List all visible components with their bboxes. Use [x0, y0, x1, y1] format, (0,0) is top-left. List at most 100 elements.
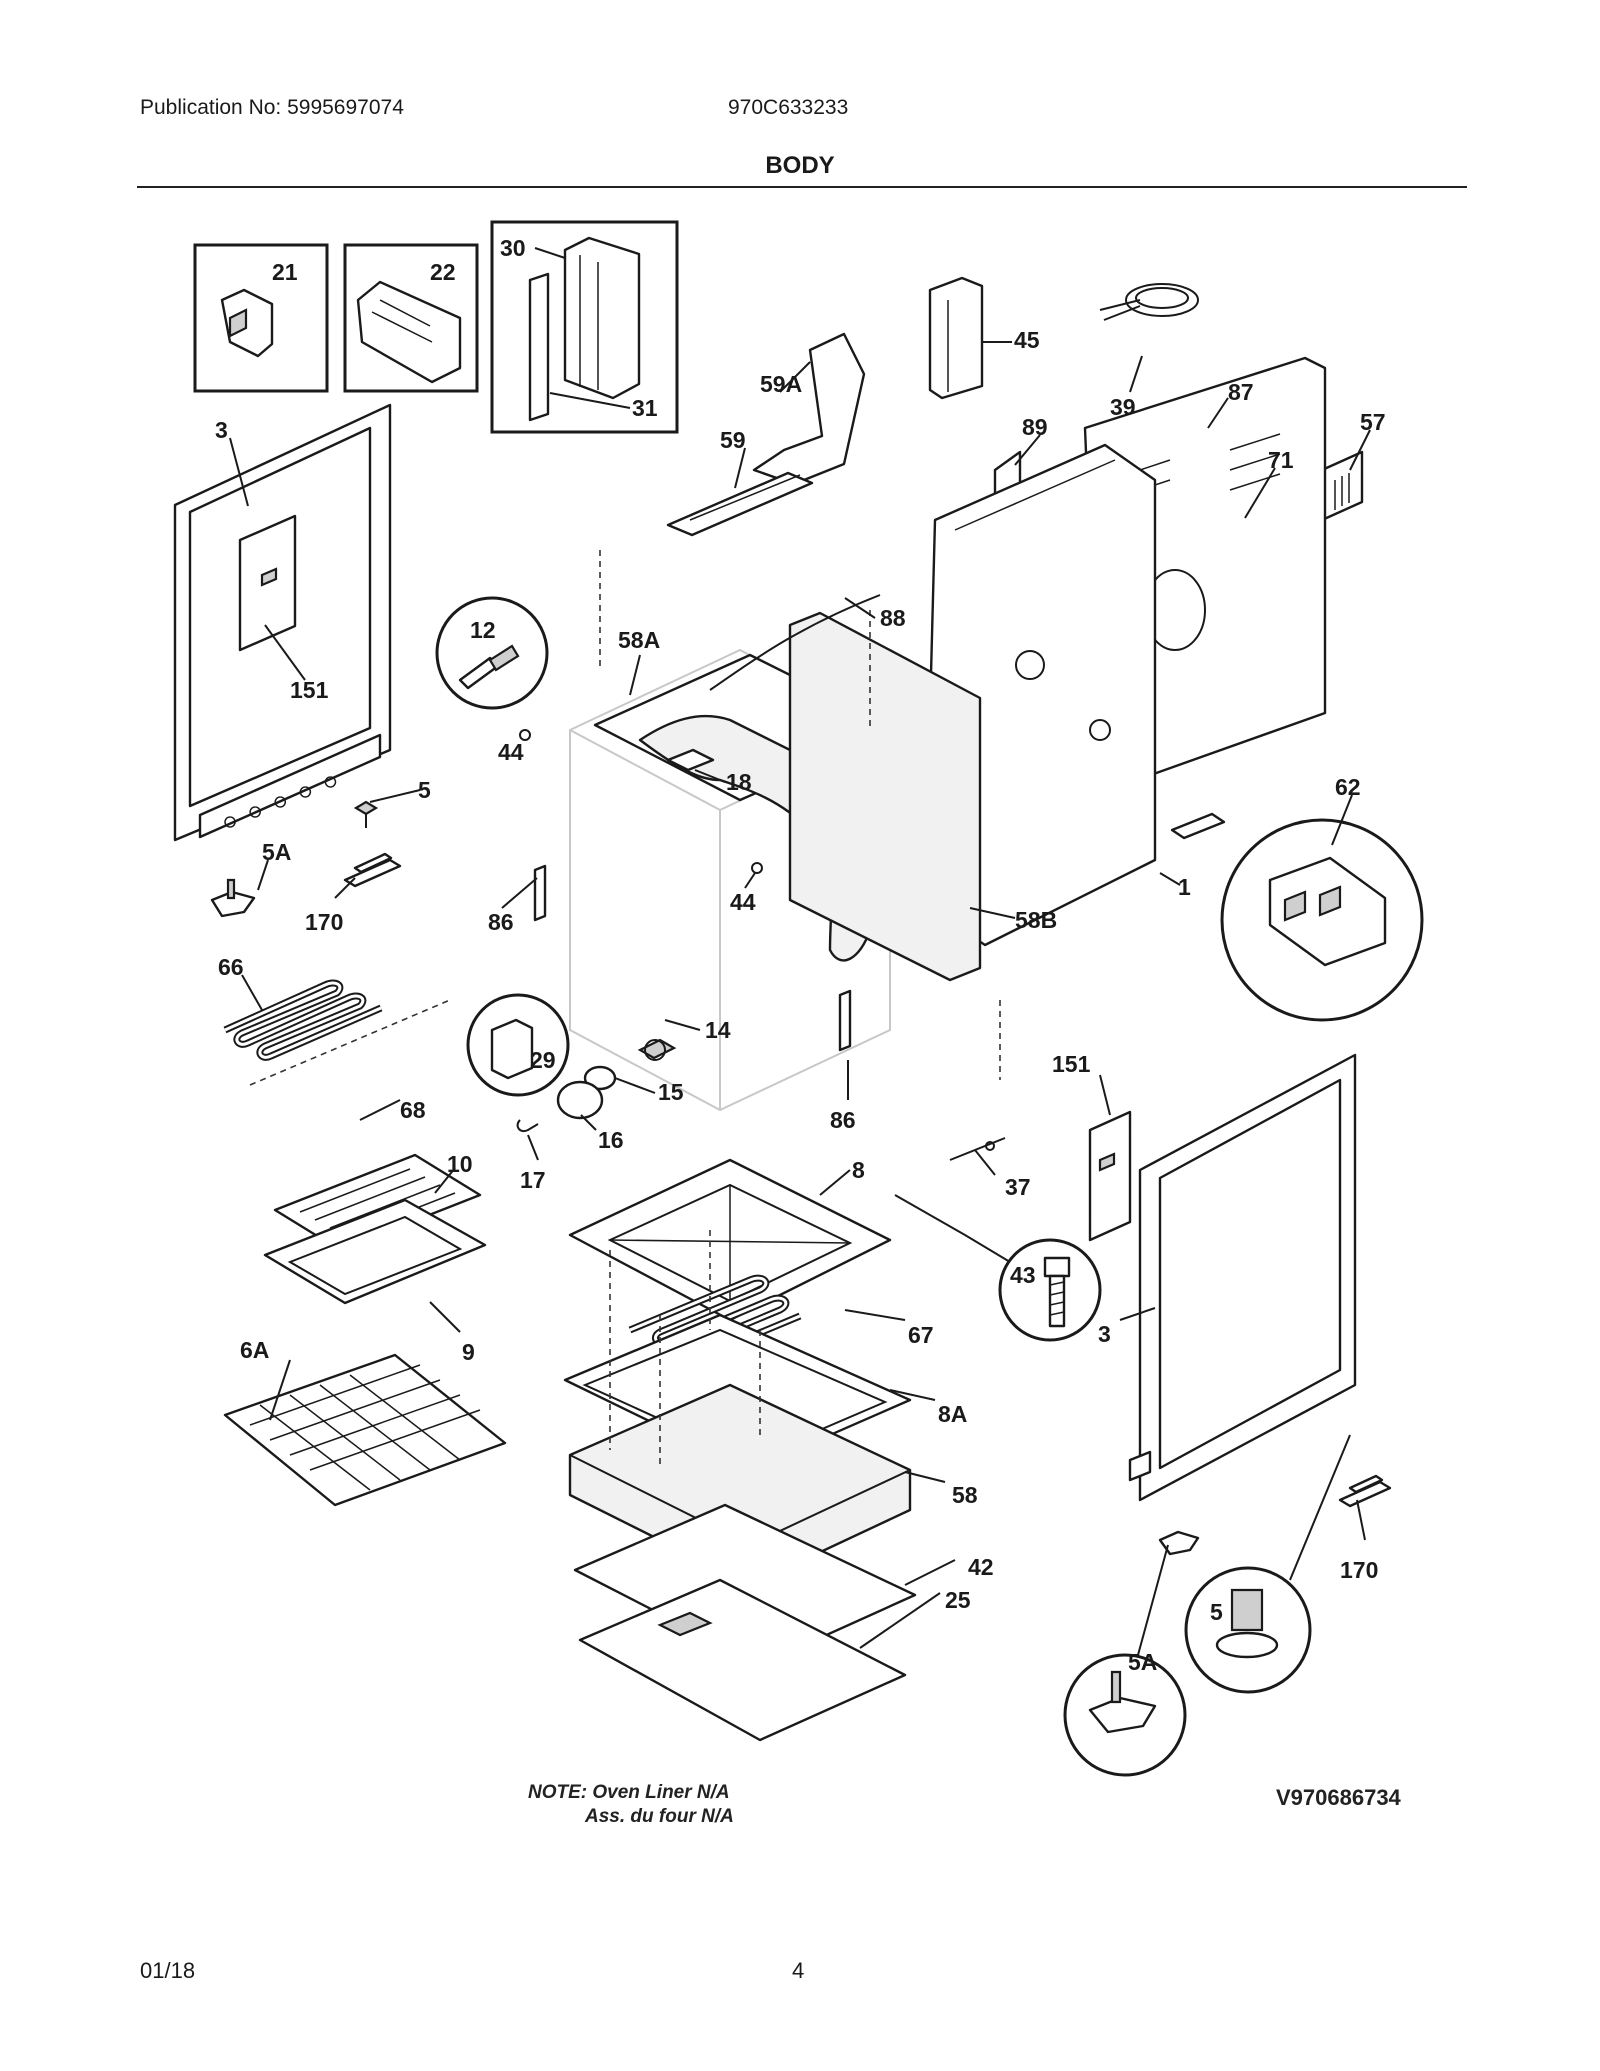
callout-151-left: 151	[290, 677, 329, 703]
callout-58A: 58A	[618, 627, 660, 653]
bracket-86-left	[533, 864, 547, 922]
callout-5-left: 5	[418, 777, 431, 803]
callout-57: 57	[1360, 409, 1386, 435]
vent-59	[666, 471, 814, 537]
callout-8: 8	[852, 1157, 865, 1183]
callout-89: 89	[1022, 414, 1048, 440]
inset-box-21	[193, 243, 329, 393]
oven-bottom-8	[568, 1158, 892, 1322]
terminal-block-small	[1170, 812, 1226, 840]
publication-number: Publication No: 5995697074	[140, 96, 404, 119]
callout-44-b: 44	[730, 889, 756, 915]
callout-3-left: 3	[215, 417, 228, 443]
inset-circle-29	[466, 993, 570, 1097]
leader-lines	[229, 247, 1371, 1656]
bracket-86-right	[838, 989, 852, 1052]
callout-66: 66	[218, 954, 244, 980]
callout-5-right: 5	[1210, 1599, 1223, 1625]
cover-25	[578, 1578, 907, 1742]
clip-17	[516, 1119, 539, 1132]
callout-44-a: 44	[498, 739, 524, 765]
wire-8-lead	[894, 1194, 1016, 1266]
cord-39	[1099, 283, 1199, 321]
heat-shield-151	[1088, 1110, 1132, 1242]
inset-circle-62	[1220, 818, 1424, 1022]
cover-57	[1320, 450, 1364, 522]
callout-9: 9	[462, 1339, 475, 1365]
callout-151-right: 151	[1052, 1051, 1091, 1077]
callout-45: 45	[1014, 327, 1040, 353]
callout-30: 30	[500, 235, 526, 261]
callout-15: 15	[658, 1079, 684, 1105]
callout-43: 43	[1010, 1262, 1036, 1288]
dashed-guides-bottom	[599, 550, 1001, 1465]
callout-37: 37	[1005, 1174, 1031, 1200]
callout-59: 59	[720, 427, 746, 453]
duct-59A	[752, 332, 866, 486]
bracket-45	[928, 276, 984, 400]
side-panel-right	[1128, 1053, 1357, 1502]
callout-18: 18	[726, 769, 752, 795]
callout-16: 16	[598, 1127, 624, 1153]
inset-circle-12	[435, 596, 549, 710]
callout-12: 12	[470, 617, 496, 643]
inset-box-22	[343, 243, 479, 393]
note-line-1: NOTE: Oven Liner N/A	[528, 1782, 730, 1803]
bracket-170	[343, 852, 402, 888]
callout-5A-left: 5A	[262, 839, 291, 865]
bracket-170-right	[1338, 1474, 1392, 1508]
callout-170-right: 170	[1340, 1557, 1378, 1583]
hinge-18	[666, 748, 715, 772]
leveler-5A	[210, 878, 256, 918]
drawing-code: V970686734	[1276, 1785, 1401, 1810]
inset-circle-5A	[1063, 1653, 1187, 1777]
side-panel-left	[173, 403, 392, 842]
screw-44-a	[519, 729, 531, 741]
callout-68: 68	[400, 1097, 426, 1123]
callout-17: 17	[520, 1167, 546, 1193]
lens-16	[556, 1080, 604, 1120]
callout-88: 88	[880, 605, 906, 631]
model-number: 970C633233	[728, 96, 849, 119]
callout-14: 14	[705, 1017, 731, 1043]
callout-62: 62	[1335, 774, 1361, 800]
callout-29: 29	[530, 1047, 556, 1073]
footer-page-number: 4	[792, 1958, 805, 1983]
callout-58: 58	[952, 1482, 978, 1508]
header-rule	[137, 186, 1467, 188]
callout-39: 39	[1110, 394, 1136, 420]
section-title: BODY	[765, 152, 835, 179]
callout-21: 21	[272, 259, 298, 285]
callout-170-left: 170	[305, 909, 343, 935]
callout-8A: 8A	[938, 1401, 967, 1427]
footer-date: 01/18	[140, 1958, 196, 1983]
callout-22: 22	[430, 259, 456, 285]
inset-box-30-31	[490, 220, 679, 434]
callout-31: 31	[632, 395, 658, 421]
callout-67: 67	[908, 1322, 934, 1348]
callout-3-right: 3	[1098, 1321, 1111, 1347]
socket-14	[637, 1038, 677, 1061]
callout-87: 87	[1228, 379, 1254, 405]
callout-58B: 58B	[1015, 907, 1057, 933]
leveler-5A-right	[1158, 1530, 1200, 1556]
wire-88	[709, 594, 881, 691]
screw-44-b	[751, 862, 763, 874]
leveler-5	[353, 800, 379, 828]
callout-6A: 6A	[240, 1337, 269, 1363]
callout-71: 71	[1268, 447, 1294, 473]
insulation-58B	[788, 611, 982, 982]
callout-5A-right: 5A	[1128, 1649, 1157, 1675]
callout-59A: 59A	[760, 371, 802, 397]
callout-86-left: 86	[488, 909, 514, 935]
note-line-2: Ass. du four N/A	[585, 1806, 734, 1827]
callout-42: 42	[968, 1554, 994, 1580]
callout-25: 25	[945, 1587, 971, 1613]
callout-10: 10	[447, 1151, 473, 1177]
broil-pan-9	[263, 1198, 487, 1305]
oven-rack-6A	[223, 1353, 507, 1507]
callout-1: 1	[1178, 874, 1191, 900]
callout-86-right: 86	[830, 1107, 856, 1133]
bake-element-66	[223, 979, 451, 1086]
